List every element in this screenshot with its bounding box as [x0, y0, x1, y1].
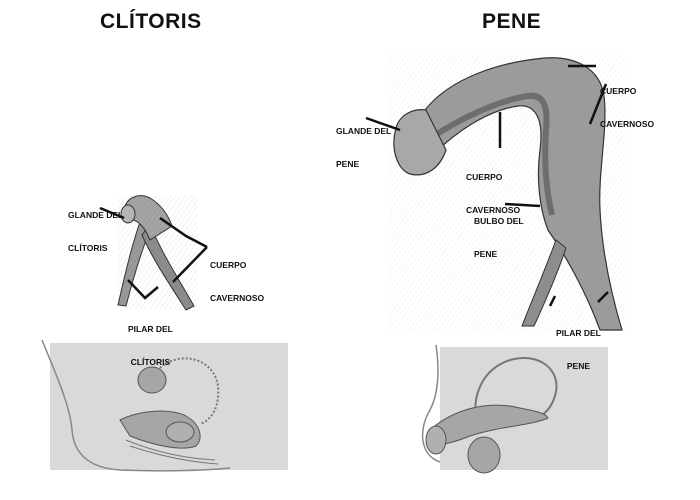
label-glande-pene: GLANDE DEL PENE — [336, 104, 391, 181]
label-glande-pene-line2: PENE — [336, 159, 360, 169]
penis-drawing — [390, 55, 625, 331]
female-pelvis-panel — [41, 339, 288, 472]
label-cuerpo-top-line1: CUERPO — [600, 86, 637, 96]
internal-fibers — [125, 439, 219, 465]
pene-title: PENE — [482, 10, 542, 33]
label-bulbo-line2: PENE — [474, 249, 498, 259]
label-glande-clitoris-line2: CLÍTORIS — [68, 243, 108, 253]
leader-bulbo — [504, 202, 541, 208]
label-pilar-pene-line2: PENE — [566, 361, 591, 371]
internal-glans — [425, 425, 447, 455]
label-cuerpo-top-line2: CAVERNOSO — [600, 119, 655, 129]
leader-pilar-a — [548, 295, 557, 307]
label-pilar-pene: PILAR DEL PENE — [556, 306, 601, 383]
clitoris-title: CLÍTORIS — [100, 10, 202, 33]
female-body-outline — [41, 339, 231, 472]
male-pelvis-panel — [421, 344, 608, 474]
internal-bulb — [165, 421, 195, 443]
dotted-tube — [159, 357, 220, 425]
bracket-cuerpo-clitoris — [159, 216, 208, 249]
label-pilar-clitoris-line2: CLÍTORIS — [130, 357, 171, 367]
male-body-outline — [421, 344, 441, 463]
leader-glande-pene — [365, 116, 401, 132]
bracket-pilar-clitoris — [127, 279, 159, 300]
internal-penis — [429, 404, 549, 445]
label-glande-pene-line1: GLANDE DEL — [336, 126, 392, 136]
label-cuerpo-top: CUERPO CAVERNOSO — [600, 64, 654, 141]
label-bulbo: BULBO DEL PENE — [474, 194, 524, 271]
label-pilar-clitoris-line1: PILAR DEL — [128, 324, 173, 334]
testis — [467, 436, 501, 474]
leader-pilar-b — [597, 291, 609, 303]
label-cuerpo-clitoris-line2: CAVERNOSO — [210, 293, 265, 303]
bracket-cuerpo-clitoris-2 — [172, 246, 208, 283]
label-cuerpo-clitoris: CUERPO CAVERNOSO — [210, 238, 264, 315]
vas-loop — [474, 357, 558, 429]
clitoris-drawing — [117, 195, 198, 311]
label-glande-clitoris-line1: GLANDE DEL — [68, 210, 124, 220]
ovary — [137, 366, 167, 394]
label-cuerpo-clitoris-line1: CUERPO — [210, 260, 247, 270]
label-cuerpo-mid: CUERPO CAVERNOSO — [466, 150, 520, 227]
label-cuerpo-mid-line1: CUERPO — [466, 172, 503, 182]
leader-cuerpo-top-2 — [588, 83, 608, 125]
label-bulbo-line1: BULBO DEL — [474, 216, 524, 226]
label-cuerpo-mid-line2: CAVERNOSO — [466, 205, 521, 215]
label-pilar-clitoris: PILAR DEL CLÍTORIS — [128, 302, 173, 379]
label-pilar-pene-line1: PILAR DEL — [556, 328, 601, 338]
label-glande-clitoris: GLANDE DEL CLÍTORIS — [68, 188, 123, 265]
clitoris-glans — [120, 204, 136, 224]
leader-glande-clitoris — [99, 206, 125, 220]
